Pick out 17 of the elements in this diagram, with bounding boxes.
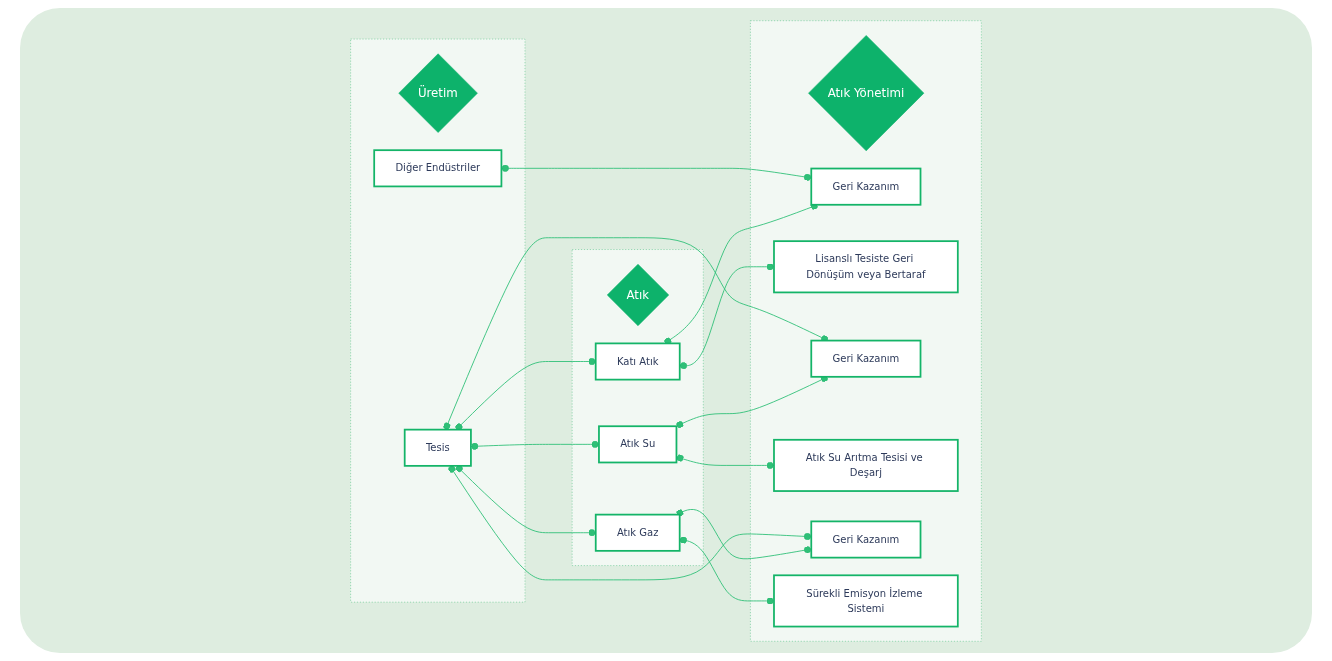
node-diamond: Atık [606, 263, 670, 326]
node-box: Geri Kazanım [810, 520, 922, 558]
node-diamond: Atık Yönetimi [808, 34, 925, 151]
node-box: Lisanslı Tesiste Geri Dönüşüm veya Bertaraf [773, 239, 959, 293]
cluster [750, 19, 982, 642]
node-box: Atık Su Arıtma Tesisi ve Deşarj [773, 438, 959, 492]
node-box: Katı Atık [594, 342, 681, 380]
node-box: Tesis [403, 428, 472, 467]
cluster [350, 38, 526, 602]
node-box: Diğer Endüstriler [373, 148, 503, 187]
node-diamond: Üretim [398, 53, 478, 133]
node-box: Geri Kazanım [810, 167, 922, 206]
node-box: Geri Kazanım [810, 339, 922, 378]
node-box: Atık Su [598, 424, 678, 463]
node-box: Atık Gaz [594, 513, 681, 552]
node-box: Sürekli Emisyon İzleme Sistemi [773, 573, 959, 627]
cluster [571, 248, 704, 566]
